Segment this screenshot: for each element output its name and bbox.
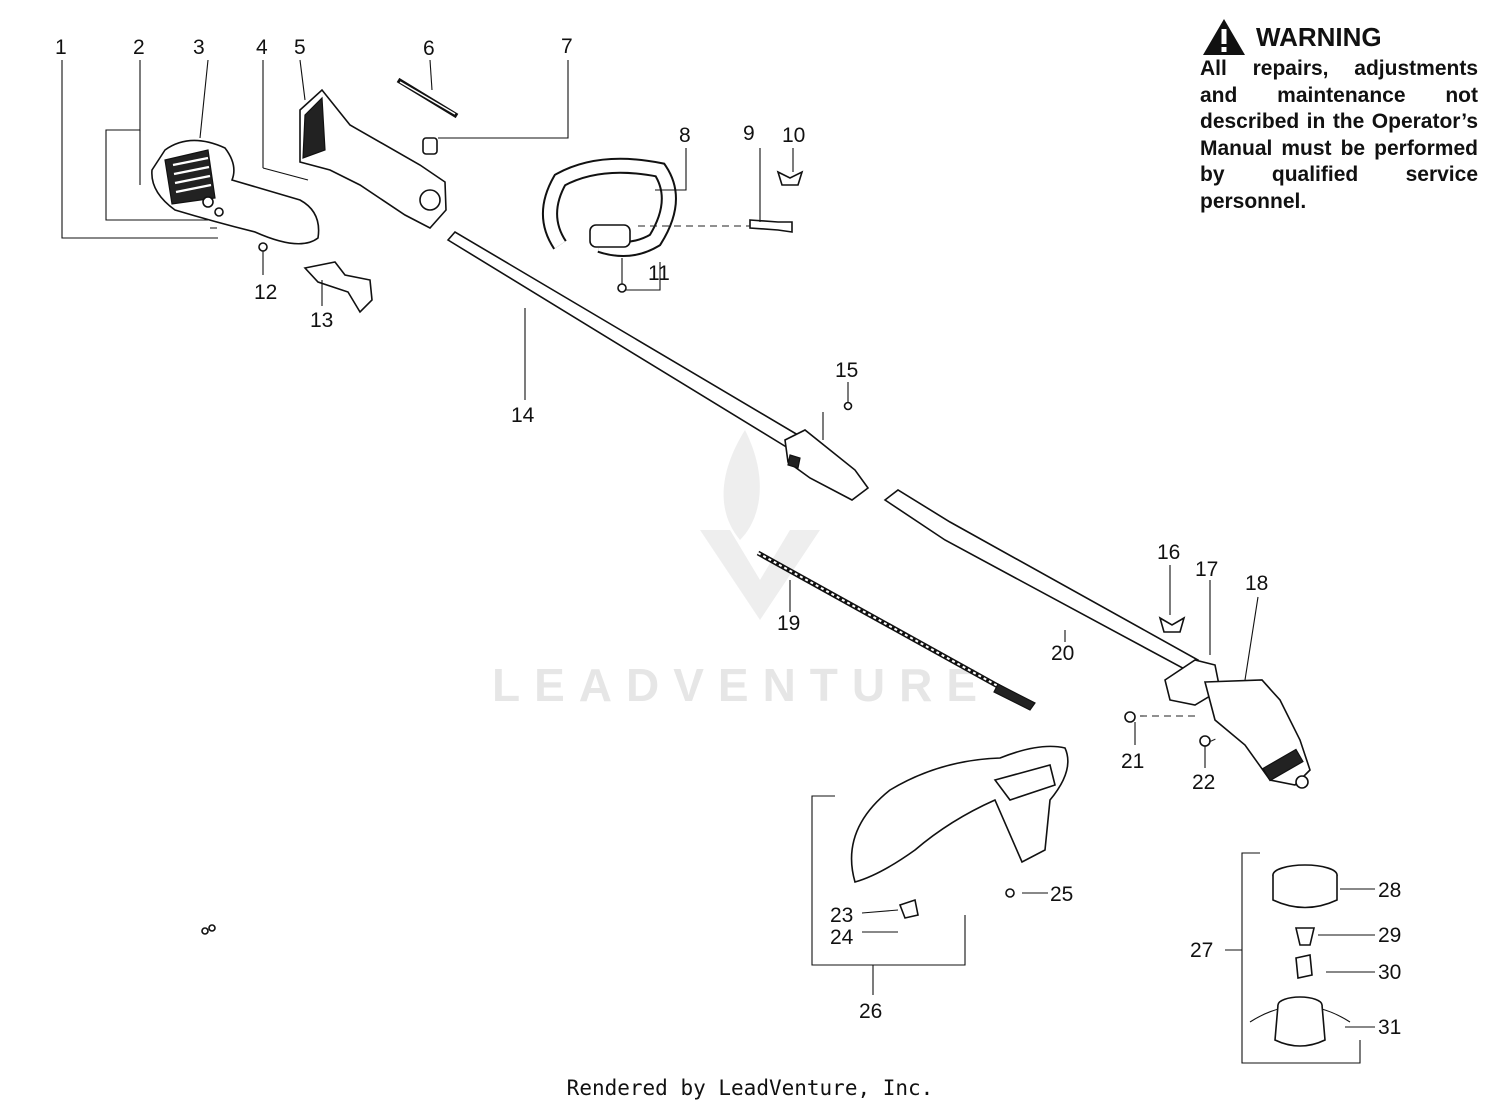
throttle-cable: [396, 77, 459, 119]
screw-11: [617, 258, 627, 293]
footer-credit: Rendered by LeadVenture, Inc.: [566, 1076, 934, 1100]
callout-2: 2: [133, 36, 145, 59]
leader-lines: [61, 59, 1375, 1064]
warning-box: WARNING All repairs, adjustments and mai…: [1200, 18, 1478, 215]
callout-22: 22: [1192, 771, 1215, 794]
callout-labels: 1 2 3 4 5 6 7 8 9 10 11 12 13 14 15 16 1…: [55, 35, 1401, 1039]
callout-26: 26: [859, 1000, 882, 1023]
callout-16: 16: [1157, 541, 1180, 564]
warning-triangle-icon: [1203, 19, 1245, 55]
clip-23: [898, 898, 919, 919]
eyelet-30: [1295, 954, 1313, 979]
dashed-assembly-lines: [210, 225, 1219, 743]
callout-28: 28: [1378, 879, 1401, 902]
callout-7: 7: [561, 35, 573, 58]
handle-housing: [299, 88, 447, 229]
throttle-trigger: [303, 261, 373, 314]
wing-nut-10: [776, 170, 804, 186]
screw-12: [258, 242, 268, 275]
gear-head: [1203, 679, 1311, 789]
spool-cover-28: [1272, 864, 1338, 909]
callout-5: 5: [294, 36, 306, 59]
callout-21: 21: [1121, 750, 1144, 773]
callout-27: 27: [1190, 939, 1213, 962]
bracket-9: [749, 219, 793, 233]
callout-13: 13: [310, 309, 333, 332]
screw-22: [1199, 735, 1211, 747]
screws-24: [201, 924, 216, 935]
screw-15: [843, 401, 853, 411]
callout-3: 3: [193, 36, 205, 59]
callout-30: 30: [1378, 961, 1401, 984]
spring-29: [1294, 927, 1316, 946]
knob-7: [422, 137, 438, 155]
callout-12: 12: [254, 281, 277, 304]
callout-4: 4: [256, 36, 268, 59]
warning-title: WARNING: [1256, 22, 1382, 52]
callout-17: 17: [1195, 558, 1218, 581]
callout-29: 29: [1378, 924, 1401, 947]
warning-text: All repairs, adjustments and maintenance…: [1200, 57, 1478, 213]
debris-guard: [850, 745, 1069, 883]
callout-31: 31: [1378, 1016, 1401, 1039]
callout-20: 20: [1051, 642, 1074, 665]
callout-18: 18: [1245, 572, 1268, 595]
screw-25: [1005, 888, 1015, 898]
engine-housing: [151, 139, 320, 245]
callout-1: 1: [55, 36, 67, 59]
callout-10: 10: [782, 124, 805, 147]
callout-24: 24: [830, 926, 854, 949]
spool-31: [1249, 996, 1351, 1047]
watermark: LEADVENTURE: [492, 659, 992, 711]
loop-handle: [542, 157, 677, 257]
callout-15: 15: [835, 359, 858, 382]
lower-drive-tube: [883, 489, 1200, 674]
wing-nut-16: [1158, 616, 1186, 633]
flex-drive-shaft: [756, 550, 1036, 711]
callout-8: 8: [679, 124, 691, 147]
callout-23: 23: [830, 904, 853, 927]
watermark-logo: [700, 430, 820, 620]
callout-9: 9: [743, 122, 755, 145]
callout-19: 19: [777, 612, 800, 635]
upper-drive-tube: [446, 230, 870, 501]
callout-11: 11: [648, 262, 670, 285]
callout-14: 14: [511, 404, 535, 427]
screw-21: [1124, 711, 1136, 723]
warning-heading: WARNING: [1202, 18, 1478, 56]
callout-6: 6: [423, 37, 435, 60]
callout-25: 25: [1050, 883, 1073, 906]
